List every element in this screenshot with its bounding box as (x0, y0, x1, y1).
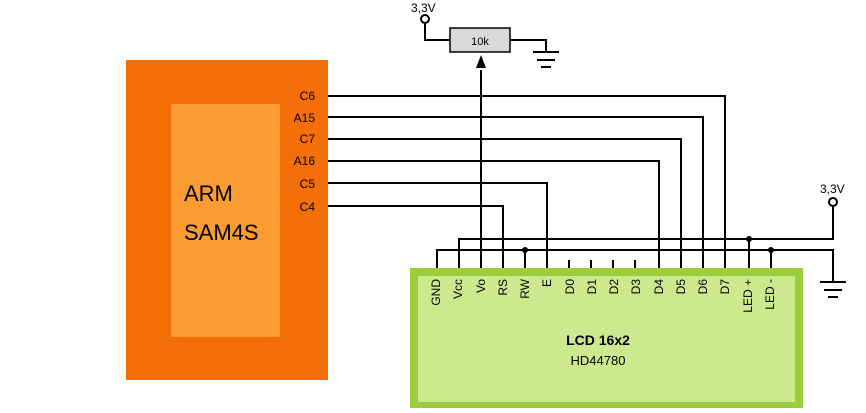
potentiometer-body (449, 27, 511, 53)
lcd-module: LCD 16x2 HD44780 GND Vcc Vo RS RW E D0 D… (410, 268, 803, 408)
potentiometer: 3,3V 10k (411, 1, 559, 68)
lcd-pin-d7: D7 (718, 279, 732, 295)
mcu-pin-c6: C6 (300, 89, 316, 103)
wire-c4-rs (328, 205, 504, 268)
lcd-pin-e: E (540, 279, 554, 287)
wire-vcc-rail (458, 206, 834, 268)
lcd-pin-d4: D4 (652, 279, 666, 295)
unused-pin-stubs (568, 260, 636, 268)
mcu-name-line2: SAM4S (184, 220, 259, 245)
lcd-pin-d0: D0 (563, 279, 577, 295)
lcd-pin-d6: D6 (696, 279, 710, 295)
supply-label-right: 3,3V (820, 182, 845, 196)
lcd-pin-gnd: GND (429, 279, 443, 306)
wire-pot-supply (424, 24, 450, 41)
ground-icon (820, 281, 846, 298)
mcu-pin-c4: C4 (300, 200, 316, 214)
power-wires (436, 55, 834, 282)
lcd-pin-d5: D5 (674, 279, 688, 295)
signal-wires (328, 95, 726, 268)
ground-icon (533, 51, 559, 68)
junction-dot-vcc (746, 236, 752, 242)
lcd-pin-rs: RS (496, 279, 510, 296)
lcd-pin-vcc: Vcc (451, 279, 465, 299)
lcd-pin-led-minus: LED - (763, 279, 777, 310)
lcd-pin-d1: D1 (585, 279, 599, 295)
lcd-title: LCD 16x2 (566, 332, 630, 348)
mcu-name-line1: ARM (184, 181, 233, 206)
wire-gnd-rail (436, 249, 834, 282)
lcd-inner-panel (418, 276, 795, 402)
mcu-pin-a15: A15 (294, 111, 316, 125)
wire-a16-d4 (328, 160, 660, 268)
supply-terminal-top (420, 14, 430, 24)
mcu-pin-a16: A16 (294, 154, 316, 168)
supply-terminal-right (828, 197, 838, 207)
wire-c6-d7 (328, 95, 726, 268)
mcu-block: ARM SAM4S C6 A15 C7 A16 C5 C4 (126, 60, 328, 380)
wire-pot-ground (510, 39, 547, 52)
lcd-pin-rw: RW (518, 278, 532, 298)
lcd-pin-vo: Vo (474, 279, 488, 293)
mcu-pin-c5: C5 (300, 177, 316, 191)
supply-label-top: 3,3V (411, 1, 436, 15)
wiper-arrow (476, 55, 486, 68)
mcu-inner-panel (171, 104, 280, 337)
mcu-pin-c7: C7 (300, 132, 316, 146)
right-supply: 3,3V (820, 182, 846, 298)
lcd-pin-d2: D2 (607, 279, 621, 295)
junction-dot-rw (522, 247, 528, 253)
lcd-pin-d3: D3 (629, 279, 643, 295)
lcd-subtitle: HD44780 (571, 353, 626, 368)
potentiometer-value-label: 10k (471, 36, 489, 48)
wire-c7-d5 (328, 138, 682, 268)
wire-a15-d6 (328, 116, 704, 268)
lcd-pin-led-plus: LED + (741, 279, 755, 313)
junction-dot-led-minus (768, 247, 774, 253)
